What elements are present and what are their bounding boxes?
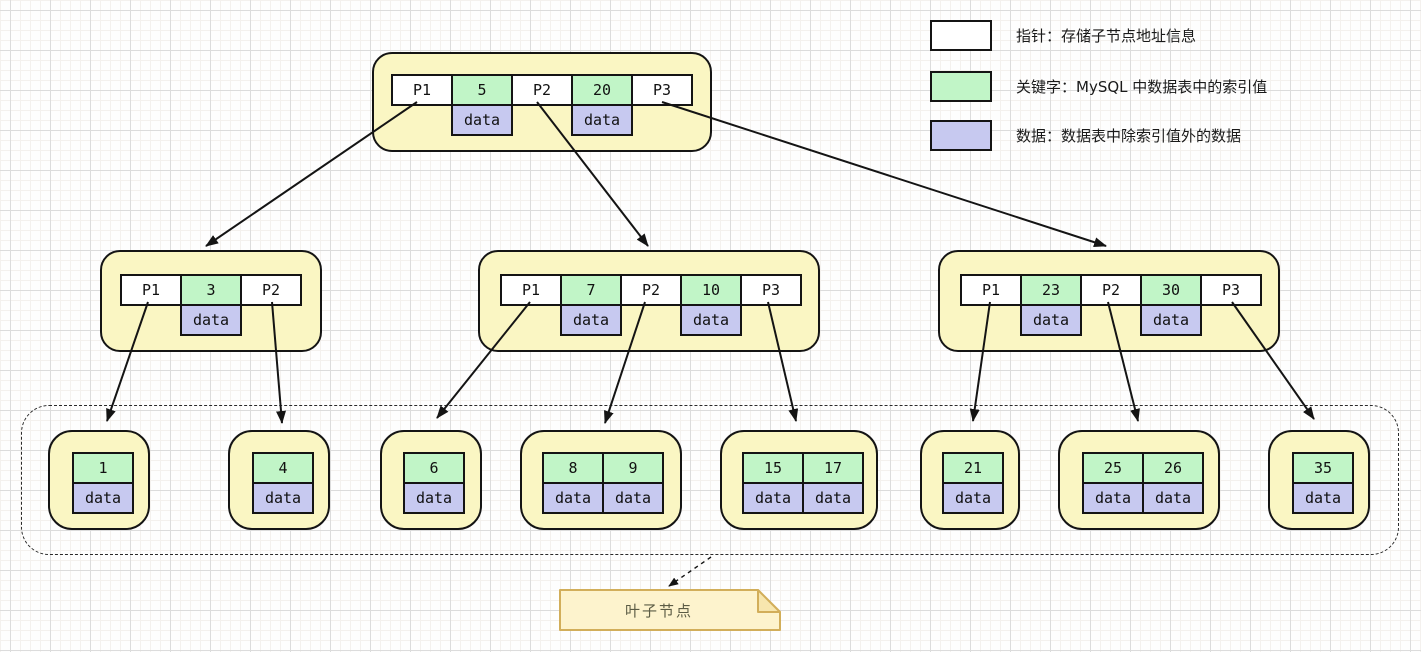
pointer-cell: P2 bbox=[511, 74, 573, 106]
key-cell: 3 bbox=[180, 274, 242, 306]
key-cell: 35 bbox=[1292, 452, 1354, 484]
data-cell: data bbox=[571, 104, 633, 136]
key-cell: 7 bbox=[560, 274, 622, 306]
key-cell: 5 bbox=[451, 74, 513, 106]
leaf-node: 21 data bbox=[920, 430, 1020, 530]
legend-label: 关键字：MySQL 中数据表中的索引值 bbox=[1016, 78, 1268, 96]
pointer-cell: P3 bbox=[740, 274, 802, 306]
pointer-cell: P3 bbox=[1200, 274, 1262, 306]
data-cell: data bbox=[602, 482, 664, 514]
data-cell: data bbox=[942, 482, 1004, 514]
internal-node-right: P1 23 P2 30 P3 data data bbox=[938, 250, 1280, 352]
data-cell: data bbox=[542, 482, 604, 514]
leaf-note-label: 叶子节点 bbox=[624, 601, 693, 620]
legend-row-data: 数据：数据表中除索引值外的数据 bbox=[930, 120, 1241, 151]
key-cell: 25 bbox=[1082, 452, 1144, 484]
legend-label: 指针：存储子节点地址信息 bbox=[1016, 27, 1197, 45]
data-cell: data bbox=[1142, 482, 1204, 514]
root-node: P1 5 P2 20 P3 data data bbox=[372, 52, 712, 152]
key-cell: 30 bbox=[1140, 274, 1202, 306]
legend-row-keyword: 关键字：MySQL 中数据表中的索引值 bbox=[930, 71, 1267, 102]
data-cell: data bbox=[1140, 304, 1202, 336]
data-cell: data bbox=[1292, 482, 1354, 514]
pointer-swatch-icon bbox=[930, 20, 992, 51]
internal-node-left: P1 3 P2 data bbox=[100, 250, 322, 352]
pointer-cell: P2 bbox=[620, 274, 682, 306]
note-fold-icon bbox=[757, 589, 781, 613]
leaf-node: 1 data bbox=[48, 430, 150, 530]
pointer-cell: P2 bbox=[1080, 274, 1142, 306]
leaf-node: 8 9 data data bbox=[520, 430, 682, 530]
key-cell: 9 bbox=[602, 452, 664, 484]
key-cell: 21 bbox=[942, 452, 1004, 484]
data-cell: data bbox=[680, 304, 742, 336]
data-cell: data bbox=[252, 482, 314, 514]
data-cell: data bbox=[1020, 304, 1082, 336]
leaf-node: 35 data bbox=[1268, 430, 1370, 530]
data-swatch-icon bbox=[930, 120, 992, 151]
pointer-cell: P2 bbox=[240, 274, 302, 306]
leaf-node: 25 26 data data bbox=[1058, 430, 1220, 530]
keyword-swatch-icon bbox=[930, 71, 992, 102]
pointer-cell: P3 bbox=[631, 74, 693, 106]
legend-row-pointer: 指针：存储子节点地址信息 bbox=[930, 20, 1196, 51]
data-cell: data bbox=[403, 482, 465, 514]
leaf-node: 15 17 data data bbox=[720, 430, 878, 530]
leaf-node: 4 data bbox=[228, 430, 330, 530]
data-cell: data bbox=[451, 104, 513, 136]
pointer-cell: P1 bbox=[391, 74, 453, 106]
leaf-node: 6 data bbox=[380, 430, 482, 530]
key-cell: 23 bbox=[1020, 274, 1082, 306]
data-cell: data bbox=[72, 482, 134, 514]
key-cell: 15 bbox=[742, 452, 804, 484]
pointer-cell: P1 bbox=[500, 274, 562, 306]
key-cell: 26 bbox=[1142, 452, 1204, 484]
legend-label: 数据：数据表中除索引值外的数据 bbox=[1016, 127, 1242, 145]
internal-node-center: P1 7 P2 10 P3 data data bbox=[478, 250, 820, 352]
leaf-region-dashed-container bbox=[21, 405, 1399, 555]
key-cell: 10 bbox=[680, 274, 742, 306]
arrow-leafregion-to-note bbox=[668, 556, 712, 587]
data-cell: data bbox=[560, 304, 622, 336]
data-cell: data bbox=[180, 304, 242, 336]
key-cell: 20 bbox=[571, 74, 633, 106]
data-cell: data bbox=[802, 482, 864, 514]
pointer-cell: P1 bbox=[120, 274, 182, 306]
pointer-cell: P1 bbox=[960, 274, 1022, 306]
